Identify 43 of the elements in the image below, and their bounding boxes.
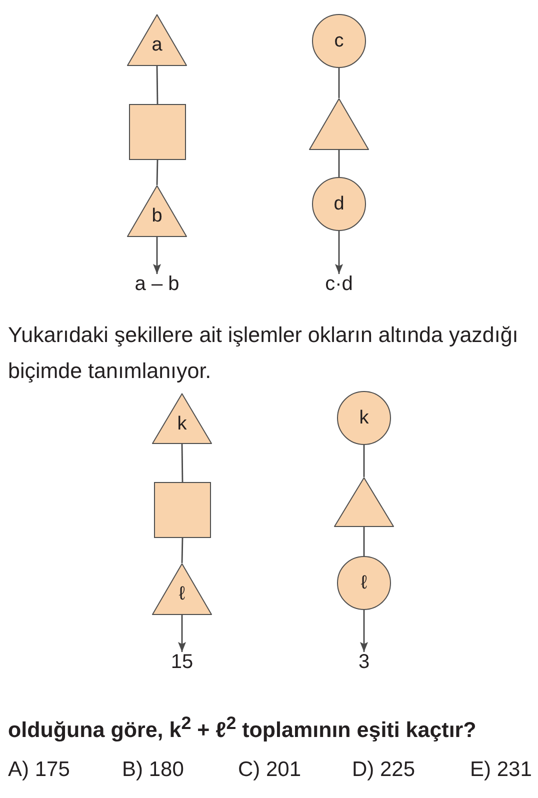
answer-choice: B) 180 xyxy=(122,757,184,783)
connector-line xyxy=(338,68,340,98)
triangle-shape xyxy=(152,393,212,444)
triangle-shape xyxy=(127,14,187,66)
connector-line xyxy=(181,444,184,482)
triangle-shape xyxy=(334,477,394,527)
circle-shape xyxy=(337,556,391,610)
variable-letter: a xyxy=(152,36,162,55)
variable-letter: b xyxy=(152,206,162,226)
result-expression: a – b xyxy=(134,274,180,294)
circle-shape xyxy=(312,14,366,68)
arrow xyxy=(335,231,343,274)
variable-letter: k xyxy=(359,408,369,428)
answer-choice: A) 175 xyxy=(8,757,70,783)
triangle-shape xyxy=(127,185,187,237)
question-text: olduğuna göre, k$^{2}$ + ℓ$^{2}$ toplamının eşiti kaçtır? xyxy=(8,712,478,744)
square-shape xyxy=(154,482,211,538)
variable-letter: ℓ xyxy=(178,584,186,604)
result-expression: 15 xyxy=(170,652,194,672)
connector-line xyxy=(363,445,365,477)
connector-line xyxy=(338,150,340,177)
variable-letter: c xyxy=(334,32,344,50)
variable-letter: d xyxy=(334,194,344,214)
result-expression: 3 xyxy=(358,652,370,672)
variable-letter: ℓ xyxy=(360,574,368,592)
square-shape xyxy=(129,104,186,160)
circle-shape xyxy=(312,177,366,231)
arrow xyxy=(153,237,161,274)
variable-letter: k xyxy=(177,414,187,434)
arrow xyxy=(178,615,186,652)
connector-line xyxy=(363,527,365,556)
answer-choice: E) 231 xyxy=(470,757,532,783)
triangle-shape xyxy=(152,563,212,615)
arrow xyxy=(360,610,368,652)
triangle-shape xyxy=(309,98,369,150)
circle-shape xyxy=(337,391,391,445)
instruction-text: Yukarıdaki şekillere ait işlemler okların altında yazdığı biçimde tanımlanıyor. xyxy=(8,322,520,385)
answer-choice: D) 225 xyxy=(352,757,416,783)
connector-line xyxy=(181,538,184,564)
result-expression: c·d xyxy=(325,274,353,294)
answer-choice: C) 201 xyxy=(238,757,302,783)
connector-line xyxy=(156,66,158,104)
connector-line xyxy=(156,160,158,186)
